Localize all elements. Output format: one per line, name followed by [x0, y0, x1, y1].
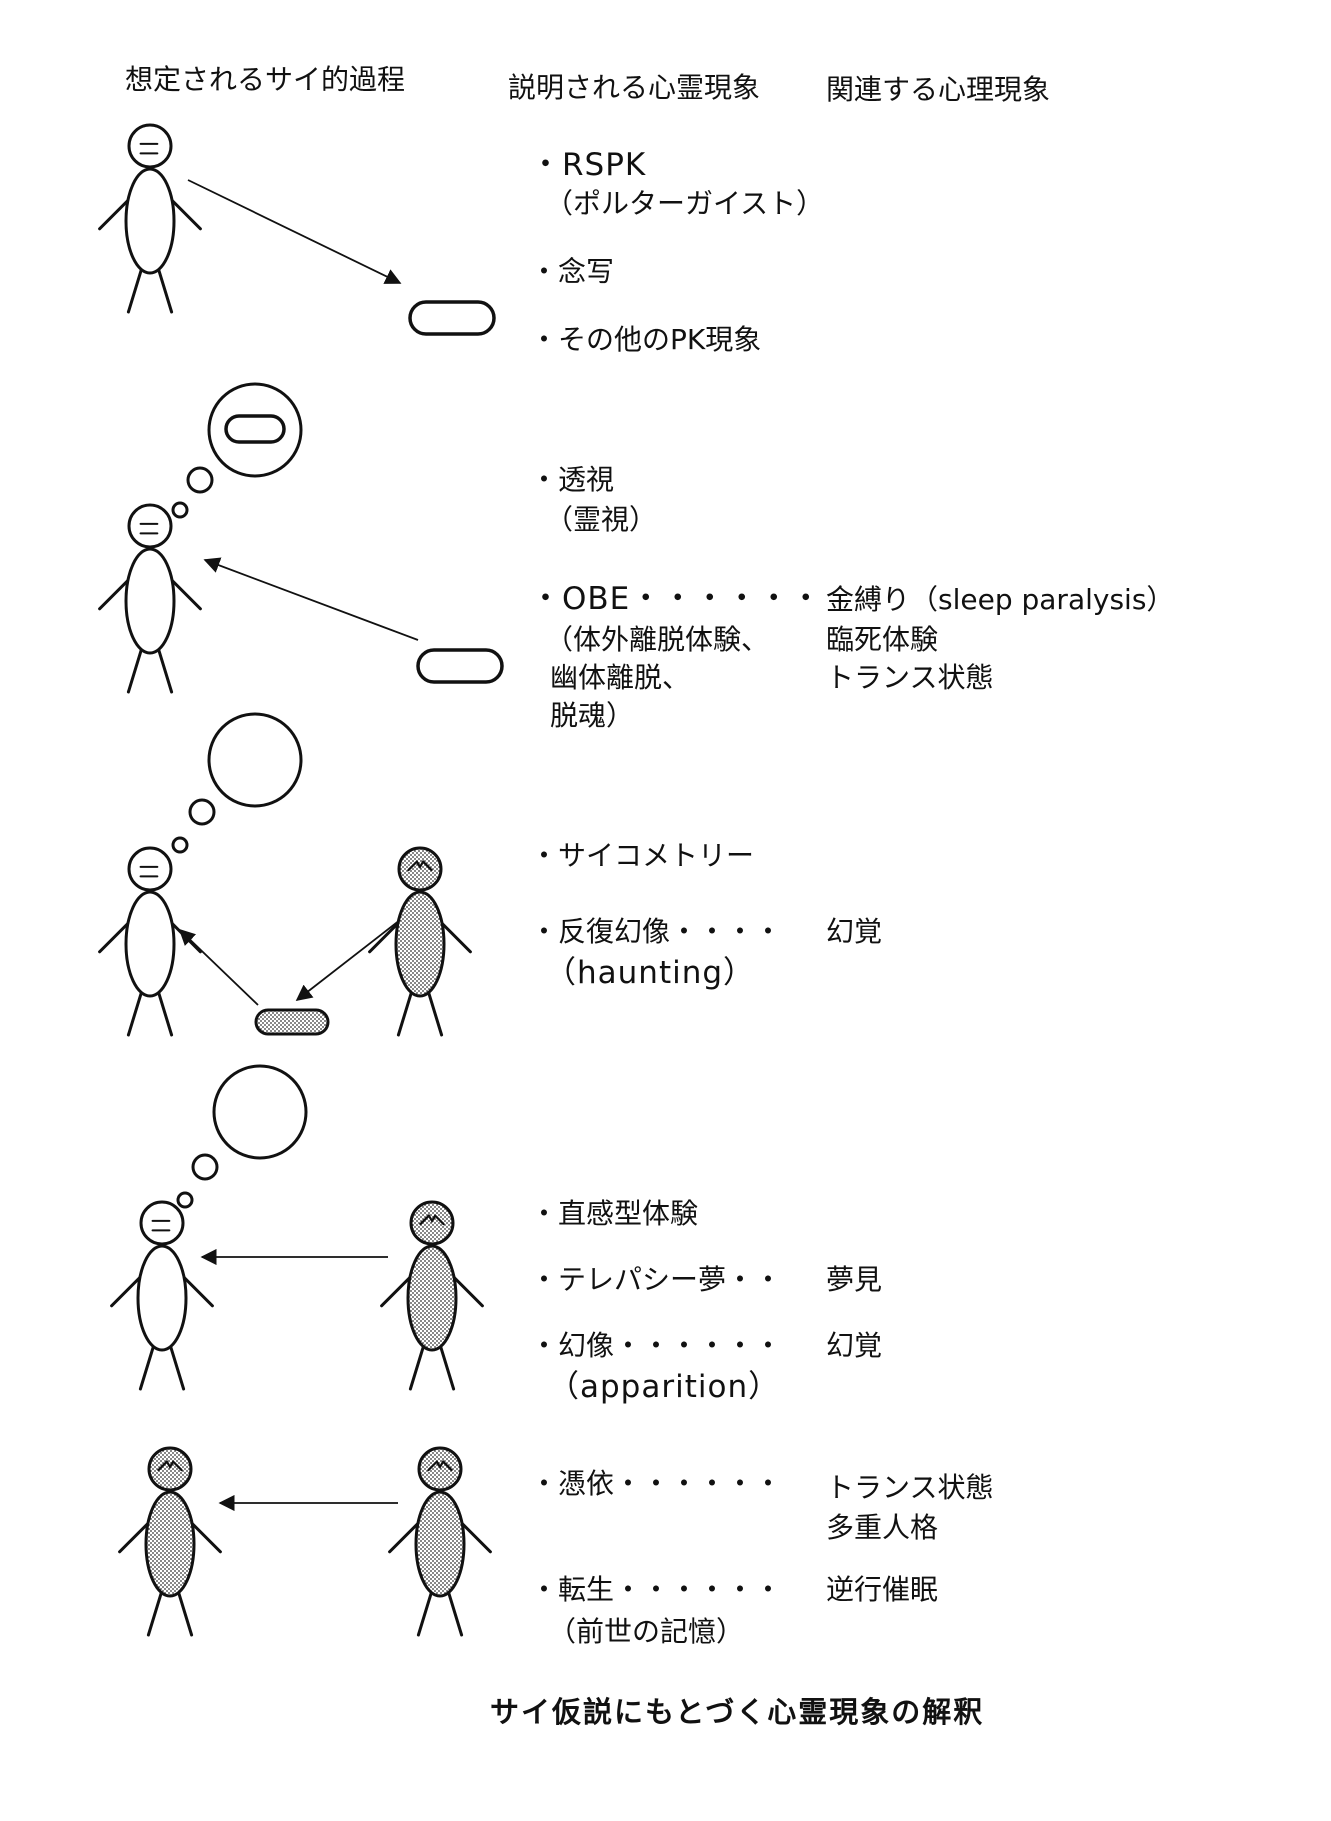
spirit-row4 — [380, 1200, 484, 1391]
header-explained-phenomena: 説明される心霊現象 — [508, 71, 761, 104]
phenomenon-possession: ・憑依・・・・・・ — [530, 1467, 783, 1500]
arrow-psychometry-to-person — [178, 928, 259, 1006]
phenomenon-obe-detail-2: 幽体離脱、 — [550, 661, 691, 694]
thought-dot-small — [171, 836, 189, 854]
thought-dot-large — [186, 466, 214, 494]
person-row2 — [98, 503, 202, 694]
person-row4 — [110, 1200, 214, 1391]
phenomenon-thoughtography: ・念写 — [530, 255, 615, 288]
phenomenon-recurrent-apparition: ・反復幻像・・・・ — [530, 915, 783, 948]
person-row1 — [98, 123, 202, 314]
phenomenon-past-life: （前世の記憶） — [548, 1615, 745, 1648]
thought-bubble-2 — [207, 712, 303, 808]
phenomenon-intuitive: ・直感型体験 — [530, 1197, 699, 1230]
phenomenon-clairvoyance: ・透視 — [530, 463, 615, 496]
arrow-pk — [187, 179, 402, 284]
thought-dot-small — [171, 501, 189, 519]
arrow-clairvoyance — [203, 557, 419, 641]
phenomenon-telepathic-dream: ・テレパシー夢・・ — [530, 1263, 783, 1296]
related-hallucination-2: 幻覚 — [826, 1329, 883, 1362]
thought-dot-large — [191, 1153, 219, 1181]
phenomenon-obe-detail-1: （体外離脱体験、 — [545, 623, 770, 656]
related-dreaming: 夢見 — [826, 1263, 883, 1296]
related-hallucination-1: 幻覚 — [826, 915, 883, 948]
thought-dot-large — [188, 798, 216, 826]
related-sleep-paralysis: 金縛り（sleep paralysis） — [826, 583, 1175, 616]
header-related-phenomena: 関連する心理現象 — [826, 73, 1051, 106]
related-near-death: 臨死体験 — [826, 623, 939, 656]
related-trance-1: トランス状態 — [826, 661, 994, 694]
object-capsule-shaded — [254, 1008, 330, 1036]
related-regression-hypnosis: 逆行催眠 — [826, 1573, 939, 1606]
spirit-row3 — [368, 846, 472, 1037]
phenomenon-other-pk: ・その他のPK現象 — [530, 323, 762, 356]
related-multiple-personality: 多重人格 — [826, 1511, 939, 1544]
phenomenon-apparition: ・幻像・・・・・・ — [530, 1329, 783, 1362]
person-row3 — [98, 846, 202, 1037]
figure-caption: サイ仮説にもとづく心霊現象の解釈 — [490, 1695, 985, 1729]
phenomenon-rspk: ・RSPK — [530, 147, 647, 183]
phenomenon-obe-detail-3: 脱魂） — [550, 699, 635, 732]
phenomenon-apparition-en: （apparition） — [548, 1369, 781, 1405]
object-capsule-1 — [408, 300, 496, 336]
thought-dot-small — [176, 1191, 194, 1209]
phenomenon-reincarnation: ・転生・・・・・・ — [530, 1573, 783, 1606]
possessed-person-row5 — [118, 1446, 222, 1637]
phenomenon-spirit-vision: （霊視） — [545, 503, 658, 536]
header-assumed-process: 想定されるサイ的過程 — [125, 63, 406, 96]
thought-object — [224, 414, 286, 444]
phenomenon-haunting: （haunting） — [545, 955, 756, 991]
phenomenon-poltergeist: （ポルターガイスト） — [545, 187, 825, 220]
object-capsule-2 — [416, 648, 504, 684]
phenomenon-psychometry: ・サイコメトリー — [530, 839, 755, 872]
arrow-spirit-to-object — [295, 919, 401, 1001]
phenomenon-obe: ・OBE・・・・・・ — [530, 581, 823, 617]
related-trance-2: トランス状態 — [826, 1471, 994, 1504]
spirit-row5 — [388, 1446, 492, 1637]
thought-bubble-3 — [212, 1064, 308, 1160]
